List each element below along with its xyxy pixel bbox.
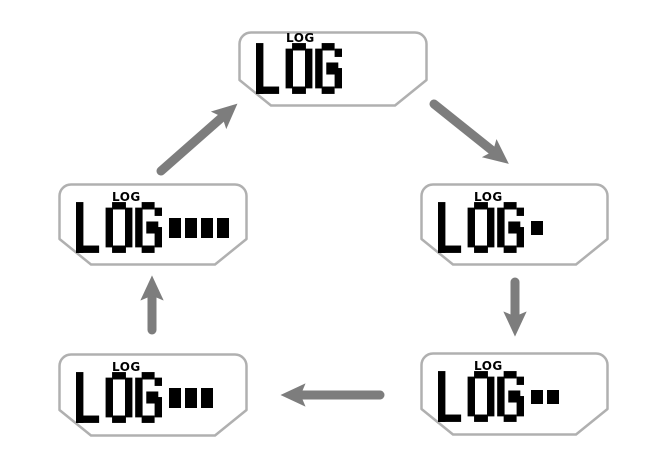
log-indicator-label: LOG [112,360,141,374]
log-indicator-label: LOG [112,190,141,204]
lcd-state-panel-0-bars: LOG [238,31,428,107]
arrow-left-to-top-icon [156,103,238,176]
log-interval-bar [531,220,543,235]
log-interval-bar [201,217,213,238]
lcd-state-panel-4-bars: LOG [58,183,248,266]
log-interval-bar [531,389,543,404]
log-interval-bar [169,217,181,238]
log-display-text [76,372,162,423]
lcd-state-panel-1-bar: LOG [420,183,609,266]
lcd-state-panel-3-bars: LOG [58,353,248,437]
log-display-text [438,202,524,253]
lcd-display-row [256,43,349,94]
arrow-top-to-right-icon [429,99,509,164]
log-indicator-label: LOG [286,31,315,45]
log-display-text [438,371,524,422]
interval-bars [531,220,543,235]
lcd-display-row [438,371,559,422]
lcd-display-row [438,202,543,253]
log-display-text [76,202,162,253]
lcd-display-row [76,202,229,253]
log-interval-bar [169,387,181,408]
log-interval-bar [185,387,197,408]
log-interval-bar [217,217,229,238]
interval-bars [169,217,229,238]
log-interval-bar [547,389,559,404]
lcd-display-row [76,372,213,423]
lcd-state-panel-2-bars: LOG [420,352,609,436]
interval-bars [531,389,559,404]
log-interval-bar [185,217,197,238]
log-display-text [256,43,342,94]
log-interval-bar [201,387,213,408]
interval-bars [169,387,213,408]
log-indicator-label: LOG [474,190,503,204]
log-indicator-label: LOG [474,359,503,373]
